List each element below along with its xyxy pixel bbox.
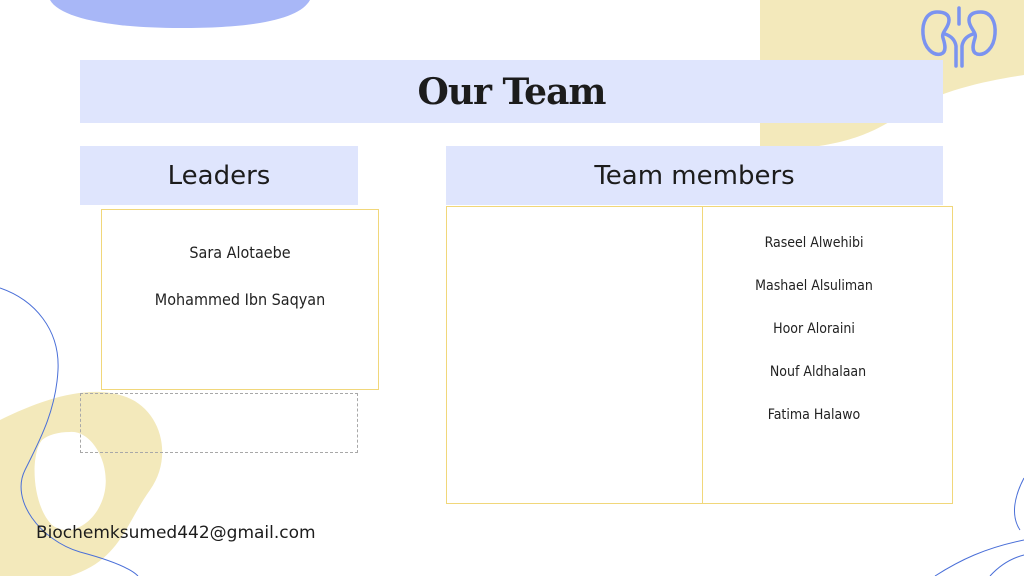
top-blue-blob <box>50 0 310 28</box>
title-band: Our Team <box>80 60 943 123</box>
left-blue-curve <box>0 287 139 576</box>
team-members-left-box <box>446 206 703 504</box>
empty-placeholder-box <box>80 393 358 453</box>
team-members-right-box <box>702 206 953 504</box>
leaders-heading: Leaders <box>167 160 271 191</box>
leader-name: Sara Alotaebe <box>189 243 291 262</box>
team-members-heading-band: Team members <box>446 146 943 205</box>
leaders-heading-band: Leaders <box>80 146 358 205</box>
contact-email: Biochemksumed442@gmail.com <box>36 523 316 543</box>
team-member-name: Raseel Alwehibi <box>764 235 864 251</box>
team-members-heading: Team members <box>594 160 795 191</box>
leaders-box <box>101 209 379 390</box>
team-member-name: Nouf Aldhalaan <box>769 364 867 380</box>
kidneys-icon <box>921 6 997 68</box>
leader-name: Mohammed Ibn Saqyan <box>154 290 326 309</box>
team-member-name: Fatima Halawo <box>767 407 861 423</box>
team-member-name: Hoor Aloraini <box>773 321 855 337</box>
bottom-right-blue-curve <box>934 539 1024 576</box>
team-member-name: Mashael Alsuliman <box>755 278 873 294</box>
page-title: Our Team <box>417 70 606 113</box>
